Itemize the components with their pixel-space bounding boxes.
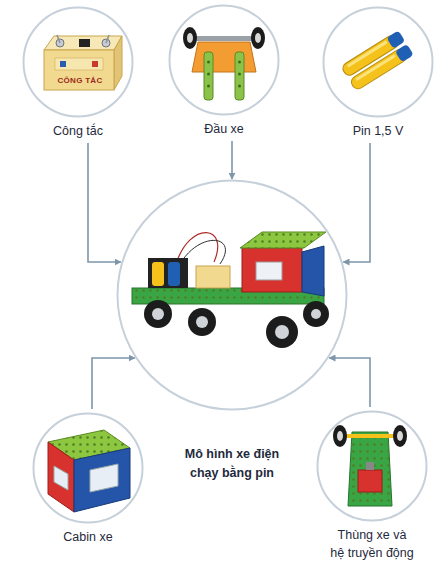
part-name: Đầu xe [164,120,284,138]
cabin-illustration-part [54,466,68,490]
circle-outline [318,412,427,521]
part-name: Công tắc [18,122,138,140]
truck-front-illustration-part [183,27,197,49]
car-illustration-part [275,325,289,339]
switch-illustration-part [60,61,66,67]
truck-body-illustration-part [366,462,374,470]
switch-illustration-part [79,39,90,47]
switch-illustration-part [92,61,98,67]
truck-front-illustration-part [192,42,256,72]
truck-body-illustration-part [348,432,392,506]
circle-outline [316,410,428,522]
switch-illustration-part [44,50,114,90]
car-illustration-part [196,316,208,328]
circle-outline [24,8,133,117]
truck-body-illustration-part [358,470,382,492]
circle-outline [170,6,279,115]
car-illustration-part [152,308,164,320]
circle-outline [34,414,143,523]
model-title: Mô hình xe điện chạy bằng pin [157,445,307,483]
circle-outline [118,181,347,410]
switch-illustration-part [44,36,122,50]
car-illustration-part [188,308,216,336]
part-name: Thùng xe và hệ truyền động [312,526,432,562]
main-circle: Mô hình xe điện chạy bằng pin [116,179,348,483]
car-illustration-part [256,262,282,280]
truck-front-illustration-part [194,36,254,41]
switch-illustration-part [55,58,103,70]
truck-front-illustration-part [238,85,241,88]
truck-front-illustration-part [238,73,241,76]
truck-front-illustration-part [235,52,244,100]
car-illustration-part [242,248,302,292]
battery-illustration [341,30,414,91]
part-circle: Pin 1,5 V [318,6,438,140]
truck-body-illustration-part [393,425,407,447]
cabin-illustration [48,430,130,512]
truck-body-illustration-part [397,431,403,441]
circle-area [32,412,144,524]
truck-front-illustration [183,27,265,100]
truck-body-illustration-part [333,425,347,447]
circle-area [168,4,280,116]
truck-front-illustration-part [255,33,261,43]
car-illustration-part [303,301,329,327]
car-illustration-part [196,266,230,288]
car-illustration-part [266,316,298,348]
circle-area [322,6,434,118]
cabin-illustration-part [90,464,118,492]
part-circle: Công tắc [18,6,138,140]
car-illustration-part [148,258,188,288]
arrow-connector [92,358,135,409]
part-name: Cabin xe [32,528,144,546]
car-illustration-part [144,300,172,328]
truck-front-illustration-part [207,73,210,76]
car-illustration-part [168,262,180,286]
truck-front-illustration-part [207,61,210,64]
switch-print: CÔNG TẮC [48,76,112,86]
cabin-illustration-part [48,442,74,512]
truck-body-illustration-part [348,432,392,506]
circle-outline [322,6,434,118]
battery-illustration-part [395,44,414,62]
truck-front-illustration-part [251,27,265,49]
car-illustration-part [302,246,324,296]
arrow-connector [329,358,370,407]
car-illustration-part [240,232,326,248]
arrow-connector [88,143,121,262]
arrow-connector [231,141,233,179]
switch-illustration [44,35,122,90]
cabin-illustration-part [74,448,130,512]
truck-front-illustration-part [187,33,193,43]
part-circle: Thùng xe và hệ truyền động [312,410,432,562]
truck-body-illustration [333,425,407,506]
circle-area [22,6,134,118]
truck-body-illustration-part [337,431,343,441]
truck-front-illustration-part [207,85,210,88]
truck-front-illustration-part [238,61,241,64]
truck-front-illustration-part [204,52,213,100]
circle-area [116,179,348,411]
part-circle: Đầu xe [164,4,284,138]
car-illustration [132,232,329,348]
part-circle: Cabin xe [32,412,144,546]
circle-outline [168,4,280,116]
circle-outline [324,8,433,117]
arrow-connector [343,143,370,262]
switch-illustration-part [114,36,122,90]
car-illustration-part [240,232,326,248]
battery-illustration-part [386,30,405,48]
part-name: Pin 1,5 V [318,122,438,140]
battery-illustration-part [355,54,396,81]
circle-outline [32,412,144,524]
circle-outline [116,179,348,411]
circle-area [316,410,428,522]
circle-outline [22,6,134,118]
car-illustration-part [152,262,164,286]
car-illustration-part [311,309,321,319]
